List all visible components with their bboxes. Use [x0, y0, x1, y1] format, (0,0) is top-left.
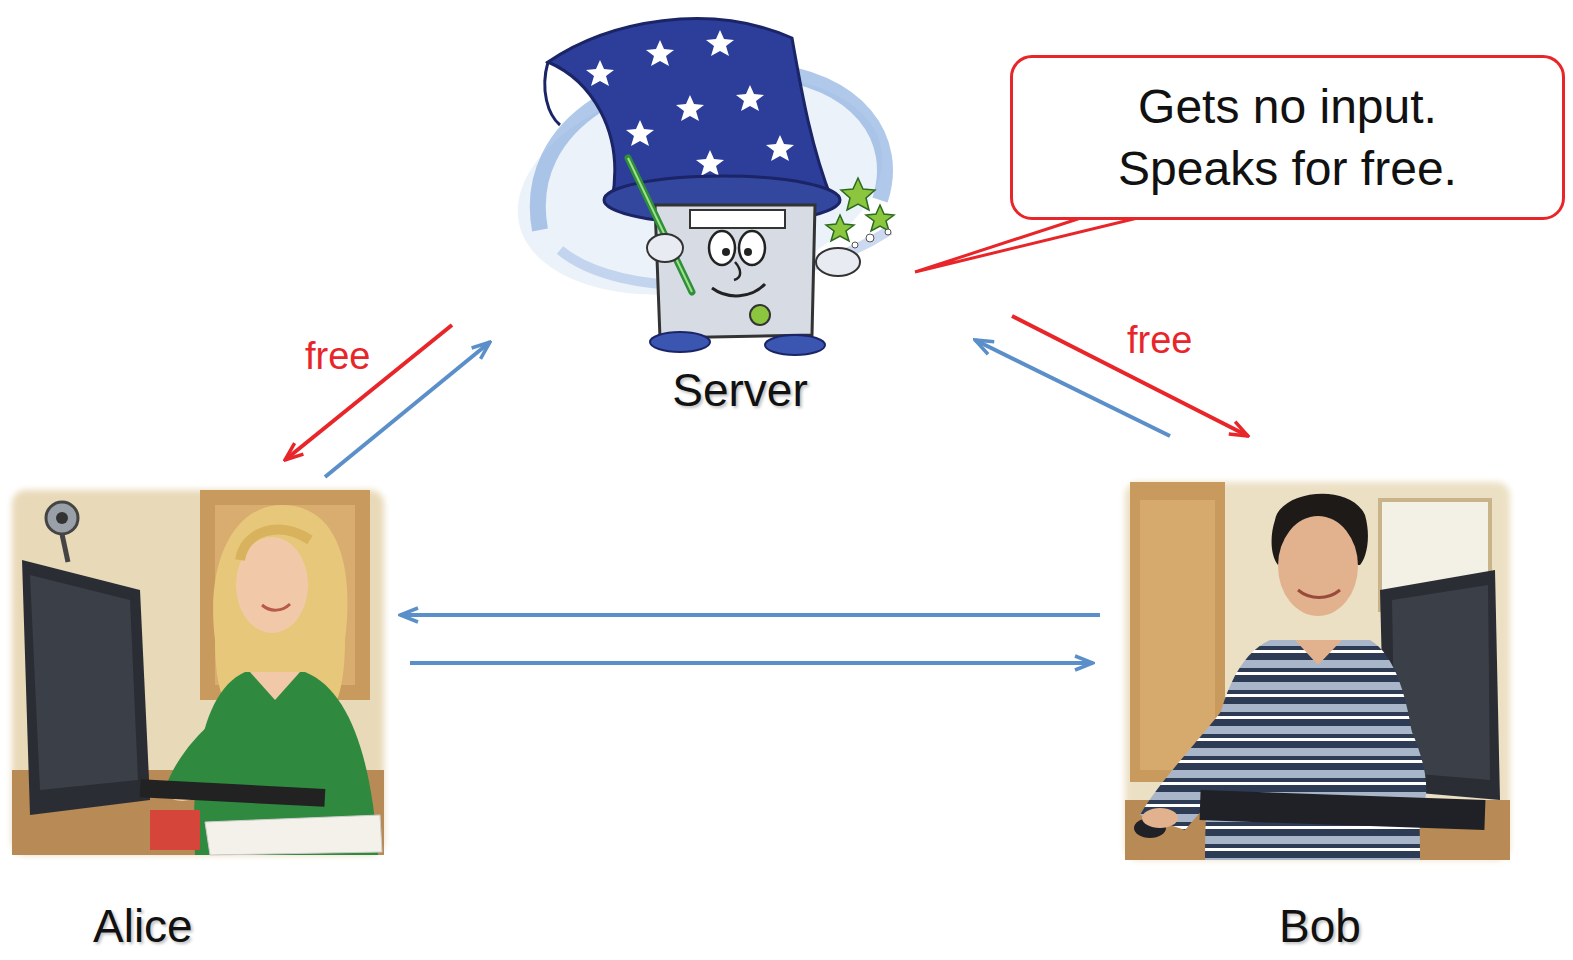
message-arrow: [400, 613, 1100, 617]
node-name: Server: [540, 362, 940, 418]
callout-text: Gets no input. Speaks for free.: [1078, 76, 1498, 200]
callout-box: Gets no input. Speaks for free.: [1010, 55, 1565, 220]
bob-node: Bob: [1120, 475, 1520, 958]
edge-label: free: [303, 334, 372, 378]
alice-node: Alice: [5, 480, 390, 958]
bob-illustration: [1120, 475, 1520, 958]
server-node: Server: [540, 0, 940, 430]
node-name: Bob: [1120, 898, 1520, 954]
callout-pointer: [915, 215, 1150, 272]
edge-label: free: [1125, 318, 1194, 362]
alice-illustration: [5, 480, 390, 958]
message-arrow: [410, 661, 1093, 665]
node-name: Alice: [93, 898, 193, 954]
